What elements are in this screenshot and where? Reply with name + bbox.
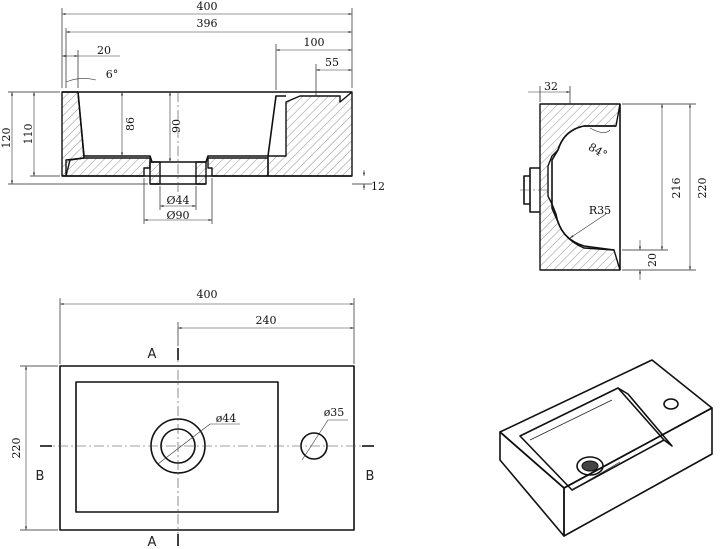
front-section-bottom-band: [65, 157, 151, 177]
side-dim-32: 32: [544, 80, 558, 93]
iso-tap-hole: [663, 398, 679, 410]
front-section-right-block: [267, 91, 353, 177]
front-dim-d44: Ø44: [166, 194, 189, 207]
plan-section-label-a-top: A: [148, 347, 157, 362]
plan-dim-400: 400: [197, 288, 218, 301]
front-dim-400: 400: [197, 0, 218, 13]
front-dim-396: 396: [197, 17, 218, 30]
plan-dim-240: 240: [256, 314, 277, 327]
plan-dim-d35: ø35: [324, 406, 345, 419]
front-dim-20: 20: [97, 44, 111, 57]
side-dim-angle-84: 84°: [586, 140, 609, 161]
plan-dim-d44: ø44: [216, 412, 237, 425]
plan-outer-outline: [59, 365, 355, 531]
iso-top-face: [499, 359, 713, 489]
side-dim-r35: R35: [589, 204, 611, 217]
front-section-bottom-band-right: [207, 157, 269, 177]
side-section-cavity: [551, 125, 616, 251]
plan-section-label-b-left: B: [36, 469, 45, 484]
front-section-view: 400 396 20 100 55 6° 120 110 86 90 12: [0, 0, 385, 224]
iso-basin-floor: [529, 399, 621, 491]
front-dim-d90: Ø90: [166, 209, 189, 222]
front-dim-100: 100: [304, 36, 325, 49]
plan-section-label-b-right: B: [366, 469, 375, 484]
front-dim-86: 86: [124, 117, 137, 131]
side-dim-220: 220: [696, 178, 709, 199]
iso-basin-inner-wall: [617, 387, 673, 447]
front-dim-90: 90: [170, 119, 183, 133]
side-section-view: 32 84° R35 216 220 20: [520, 80, 709, 280]
front-dim-12: 12: [371, 180, 385, 193]
side-dim-20: 20: [646, 253, 659, 267]
iso-right-face: [563, 407, 713, 537]
front-dim-110: 110: [22, 124, 35, 145]
plan-dim-220: 220: [10, 438, 23, 459]
iso-drain-outer: [576, 456, 604, 476]
plan-basin-outline: [75, 381, 279, 513]
plan-view: A A B B 400 240 220 ø44 ø35: [10, 288, 374, 549]
isometric-view: [499, 359, 713, 537]
plan-section-label-a-bottom: A: [148, 535, 157, 549]
iso-drain-inner: [581, 460, 599, 472]
front-dim-angle-6: 6°: [106, 68, 119, 81]
front-dim-55: 55: [325, 56, 339, 69]
side-dim-216: 216: [670, 178, 683, 199]
front-dim-120: 120: [0, 128, 13, 149]
